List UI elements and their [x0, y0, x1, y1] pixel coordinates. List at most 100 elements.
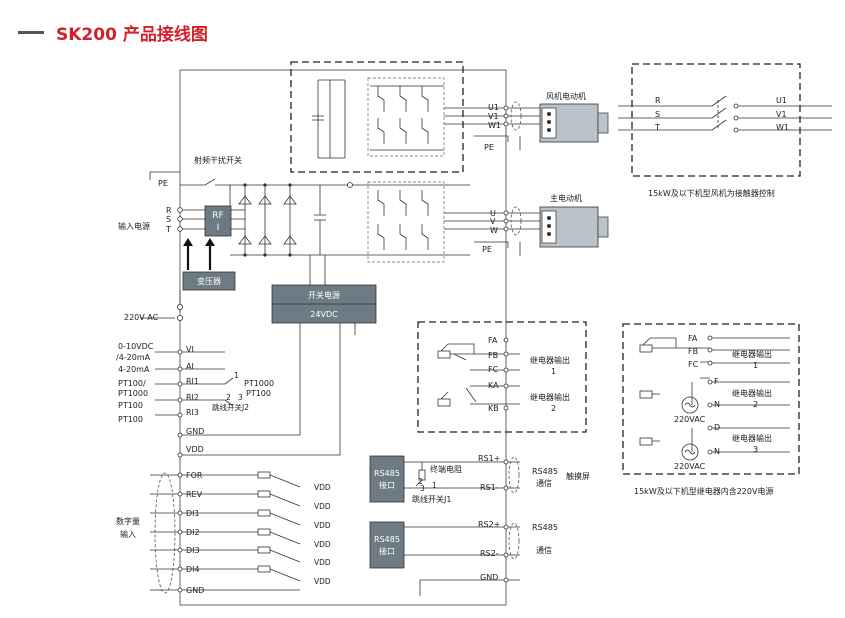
- main-igbt-switches: [377, 190, 520, 250]
- right-relay-terminals: FA FB FC F N D N: [688, 334, 720, 456]
- svg-text:FB: FB: [488, 351, 498, 360]
- fan-contactor-outputs: U1 V1 W1: [776, 96, 789, 132]
- svg-text:U1: U1: [488, 103, 499, 112]
- svg-text:VDD: VDD: [314, 483, 331, 492]
- fan-contactor-caption: 15kW及以下机型风机为接触器控制: [648, 188, 775, 198]
- rs485-1-comm-line1: RS485: [532, 467, 558, 476]
- fan-motor-icon: [539, 103, 609, 143]
- svg-text:VI: VI: [186, 345, 194, 354]
- right-relay-out2: 继电器输出: [732, 388, 772, 398]
- svg-text:T: T: [654, 123, 660, 132]
- psu-title: 开关电源: [308, 290, 340, 300]
- input-terminal-s: S: [166, 215, 171, 224]
- rfi-filter-line2: I: [217, 223, 220, 233]
- digital-input-loop: [154, 472, 176, 594]
- svg-text:RI3: RI3: [186, 408, 199, 417]
- svg-text:RI1: RI1: [186, 377, 199, 386]
- right-relay-out3-no: 3: [753, 445, 758, 454]
- svg-text:R: R: [655, 96, 661, 105]
- relay-box: [417, 321, 587, 433]
- svg-text:U: U: [490, 209, 496, 218]
- rs485-module-2-line1: RS485: [374, 535, 400, 544]
- rs485-2-comm-line2: 通信: [536, 545, 552, 555]
- svg-text:DI3: DI3: [186, 546, 200, 555]
- analog-labels: 0-10VDC /4-20mA 4-20mA PT100/ PT1000 PT1…: [116, 342, 154, 424]
- fan-motor-terminals: U1 V1 W1 PE: [484, 103, 501, 152]
- psu-output: 24VDC: [310, 310, 338, 319]
- svg-text:4-20mA: 4-20mA: [118, 365, 150, 374]
- svg-text:RI2: RI2: [186, 393, 199, 402]
- svg-text:N: N: [714, 400, 720, 409]
- svg-text:KA: KA: [488, 381, 499, 390]
- rs485-1-comm-line2: 通信: [536, 478, 552, 488]
- rs1-minus: RS1-: [480, 483, 499, 492]
- svg-text:W: W: [490, 226, 498, 235]
- title-dash: [18, 30, 44, 34]
- svg-text:PT100: PT100: [118, 401, 143, 410]
- svg-text:DI4: DI4: [186, 565, 200, 574]
- touchscreen-label: 触摸屏: [566, 471, 590, 481]
- right-relay-out3: 继电器输出: [732, 433, 772, 443]
- svg-text:REV: REV: [186, 490, 203, 499]
- vac-label-2: 220VAC: [674, 462, 706, 471]
- fan-rectifier: [312, 79, 346, 159]
- svg-text:GND: GND: [186, 427, 204, 436]
- right-relay-out1-no: 1: [753, 361, 758, 370]
- svg-text:V: V: [490, 217, 496, 226]
- svg-text:PT100: PT100: [118, 415, 143, 424]
- relay-out1-no: 1: [551, 367, 556, 376]
- title-bar: SK200 产品接线图: [18, 18, 208, 46]
- svg-text:W1: W1: [488, 121, 501, 130]
- dc-bus-capacitor: [314, 182, 353, 255]
- terminal-resistor-label: 终端电阻: [430, 464, 462, 474]
- svg-text:PE: PE: [482, 245, 492, 254]
- svg-text:N: N: [714, 447, 720, 456]
- j1-pos-1: 1: [432, 481, 437, 490]
- svg-text:GND: GND: [186, 586, 204, 595]
- rs2-plus: RS2+: [478, 520, 500, 529]
- svg-text:3: 3: [238, 393, 243, 402]
- svg-text:U1: U1: [776, 96, 787, 105]
- svg-text:DI2: DI2: [186, 528, 200, 537]
- svg-text:跳线开关J2: 跳线开关J2: [212, 402, 249, 412]
- relay-out1: 继电器输出: [530, 355, 570, 365]
- svg-text:PT1000: PT1000: [118, 389, 148, 398]
- rs1-plus: RS1+: [478, 454, 500, 463]
- pe-left: [149, 171, 180, 180]
- svg-text:VDD: VDD: [186, 445, 204, 454]
- svg-text:FA: FA: [688, 334, 698, 343]
- rfi-filter-line1: RF: [212, 211, 223, 221]
- rfi-filter: [204, 205, 232, 237]
- svg-text:FC: FC: [488, 365, 499, 374]
- right-relay-out2-no: 2: [753, 400, 758, 409]
- svg-text:VDD: VDD: [314, 558, 331, 567]
- relay-terminals: FA FB FC KA KB: [488, 336, 499, 413]
- svg-text:FC: FC: [688, 360, 699, 369]
- main-frame: [179, 69, 507, 606]
- svg-text:VDD: VDD: [314, 540, 331, 549]
- rfi-switch: [180, 178, 231, 210]
- rs485-module-1-line2: 接口: [379, 480, 395, 490]
- gnd-bottom: GND: [480, 573, 498, 582]
- svg-text:VDD: VDD: [314, 502, 331, 511]
- relay-out2: 继电器输出: [530, 392, 570, 402]
- rs485-module-1: [369, 455, 405, 503]
- svg-text:PT100: PT100: [246, 389, 271, 398]
- page-title: SK200 产品接线图: [56, 24, 208, 45]
- input-terminal-r: R: [166, 206, 172, 215]
- svg-text:/4-20mA: /4-20mA: [116, 353, 151, 362]
- rs485-2-comm-line1: RS485: [532, 523, 558, 532]
- svg-text:1: 1: [234, 371, 239, 380]
- svg-text:PE: PE: [484, 143, 494, 152]
- rs2-minus: RS2-: [480, 549, 499, 558]
- rs485-module-1-line1: RS485: [374, 469, 400, 478]
- pe-left-label: PE: [158, 179, 168, 188]
- vdd-labels: VDD VDD VDD VDD VDD VDD: [314, 483, 331, 586]
- rfi-switch-label: 射频干扰开关: [194, 155, 242, 165]
- fan-contactor-inputs: R S T: [654, 96, 661, 132]
- svg-text:F: F: [714, 377, 719, 386]
- main-motor-terminals: U V W PE: [482, 209, 498, 254]
- relay-out2-no: 2: [551, 404, 556, 413]
- j1-pos-3: 3: [420, 484, 425, 493]
